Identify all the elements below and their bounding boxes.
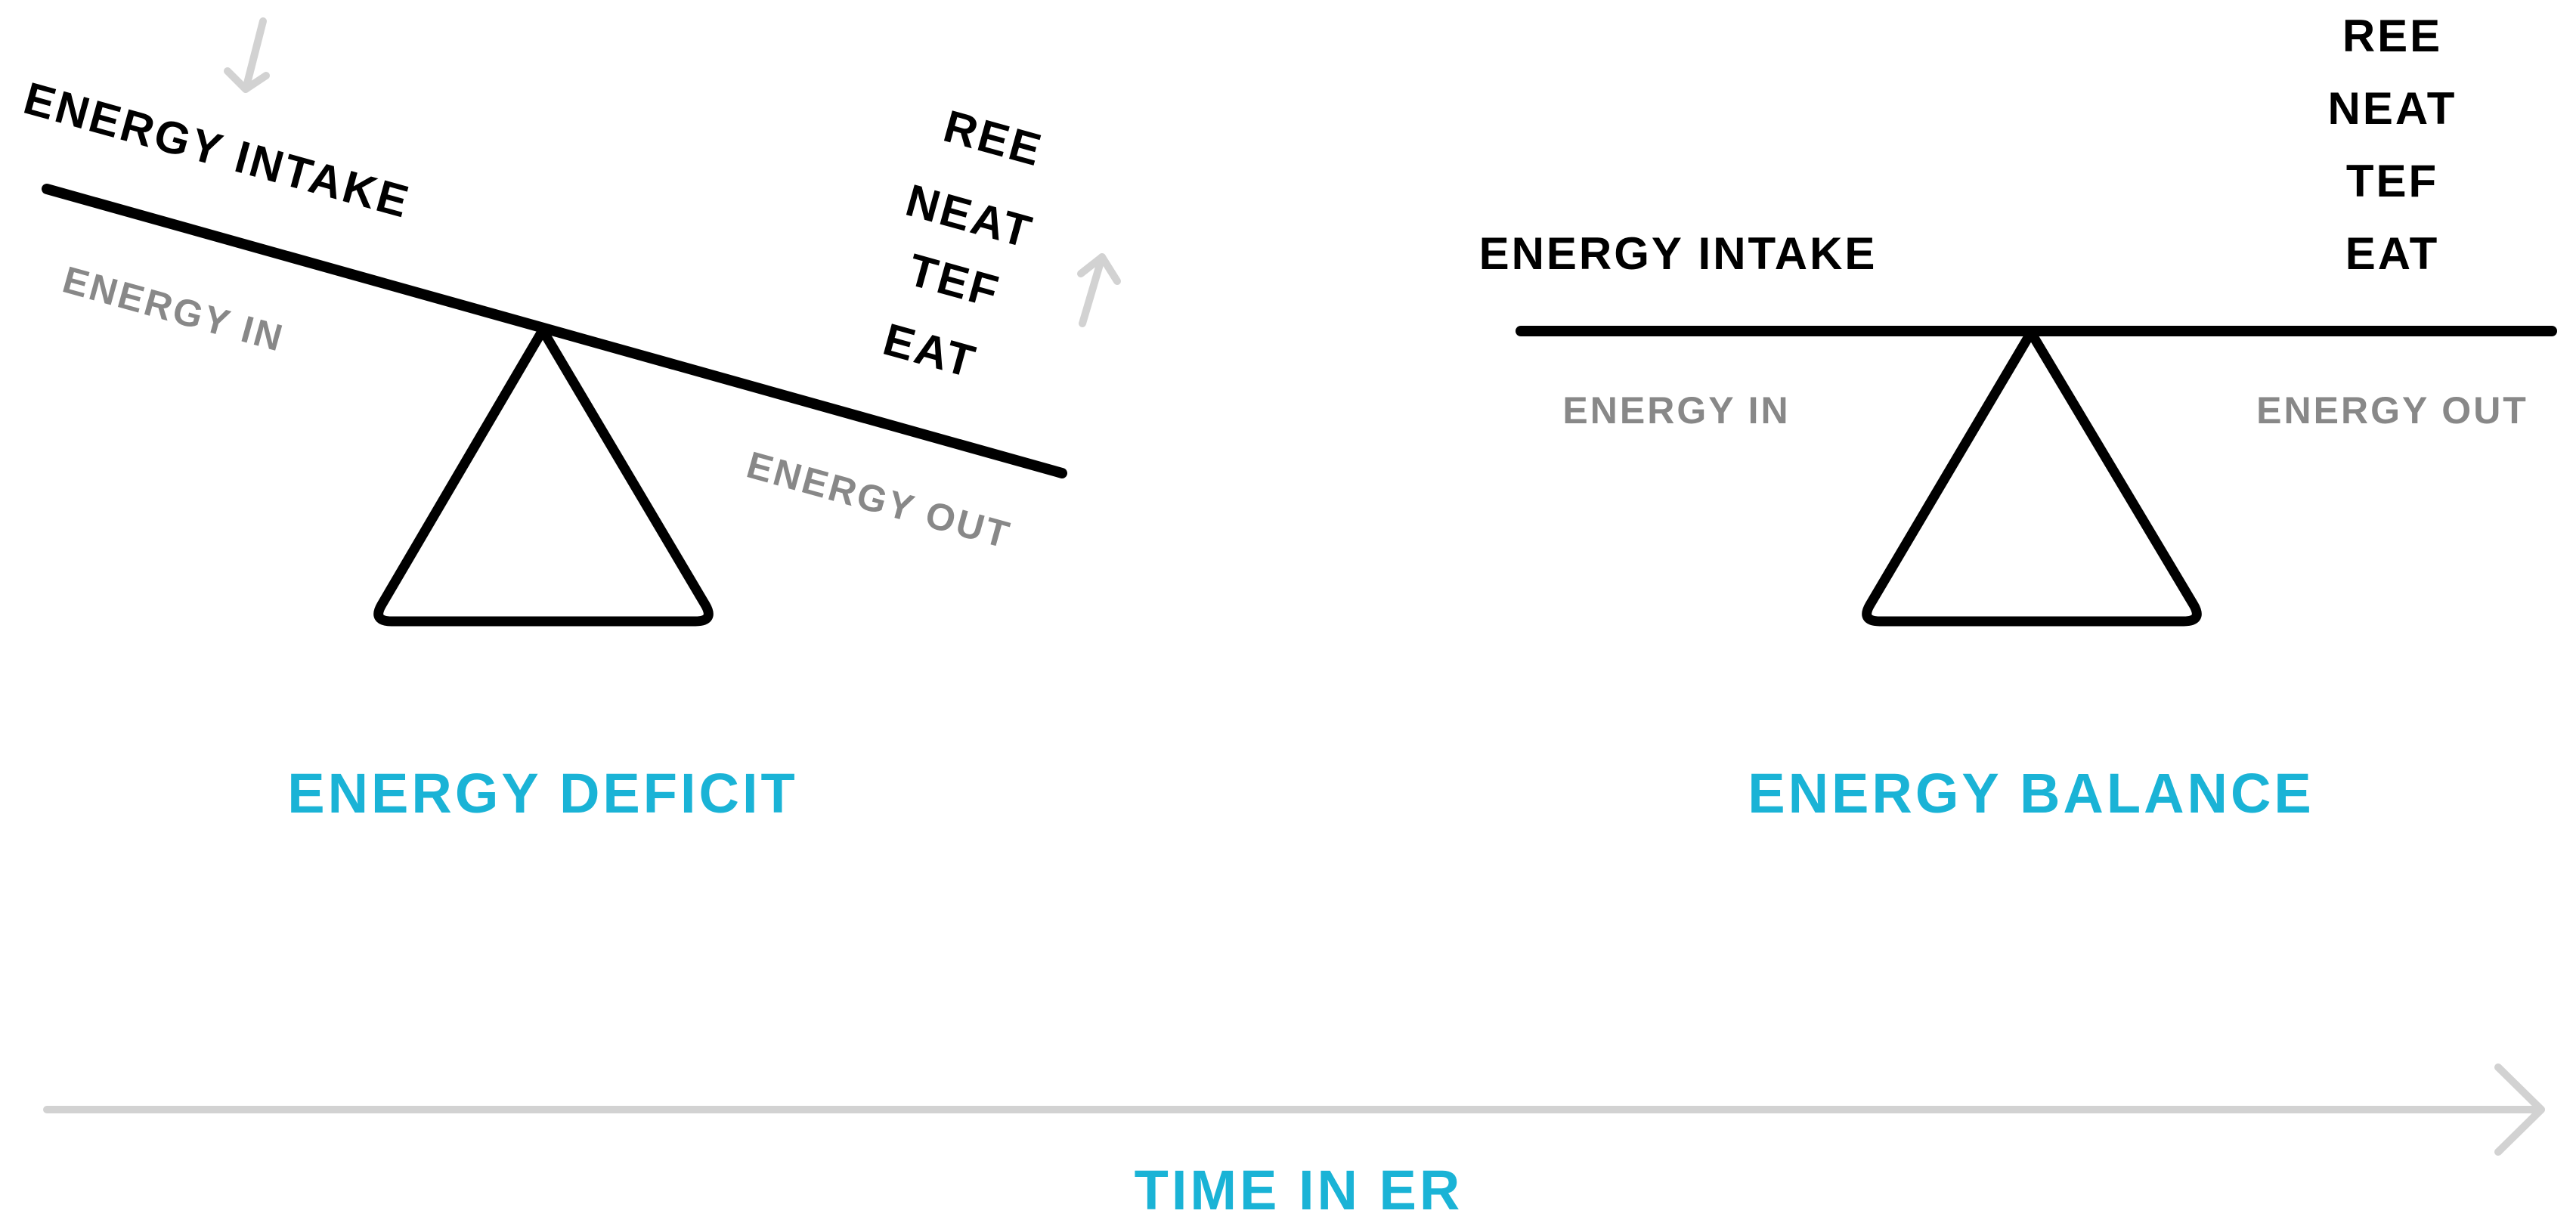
balance-expenditure-tef: TEF [2346, 156, 2438, 206]
deficit-seesaw: ENERGY INTAKE ENERGY IN REE NEAT TEF EAT… [19, 17, 1121, 825]
balance-expenditure-eat: EAT [2345, 228, 2440, 279]
balance-out-label: ENERGY OUT [2256, 389, 2528, 432]
deficit-expenditure-tef: TEF [903, 244, 1006, 317]
balance-caption: ENERGY BALANCE [1748, 762, 2314, 825]
deficit-caption: ENERGY DEFICIT [287, 762, 798, 825]
deficit-expenditure-eat: EAT [878, 314, 983, 388]
deficit-expenditure-list: REE NEAT TEF EAT [878, 101, 1048, 388]
balance-in-label: ENERGY IN [1562, 389, 1790, 432]
balance-intake-label: ENERGY INTAKE [1479, 228, 1878, 279]
balance-expenditure-ree: REE [2342, 11, 2442, 61]
balance-expenditure-neat: NEAT [2328, 83, 2457, 134]
balance-seesaw: ENERGY INTAKE REE NEAT TEF EAT ENERGY IN… [1479, 11, 2557, 825]
deficit-out-label: ENERGY OUT [742, 444, 1016, 557]
timeline-label: TIME IN ER [1135, 1159, 1463, 1221]
deficit-expenditure-ree: REE [939, 101, 1048, 176]
timeline: TIME IN ER [43, 1063, 2545, 1221]
deficit-intake-label: ENERGY INTAKE [19, 73, 416, 228]
arrow-up-icon [1077, 253, 1121, 327]
balance-expenditure-list: REE NEAT TEF EAT [2328, 11, 2457, 279]
arrow-right-icon [43, 1063, 2545, 1156]
deficit-beam [42, 184, 1067, 478]
deficit-in-label: ENERGY IN [58, 259, 289, 360]
arrow-down-icon [224, 17, 270, 93]
balance-fulcrum [1862, 327, 2202, 627]
deficit-fulcrum [373, 325, 714, 627]
